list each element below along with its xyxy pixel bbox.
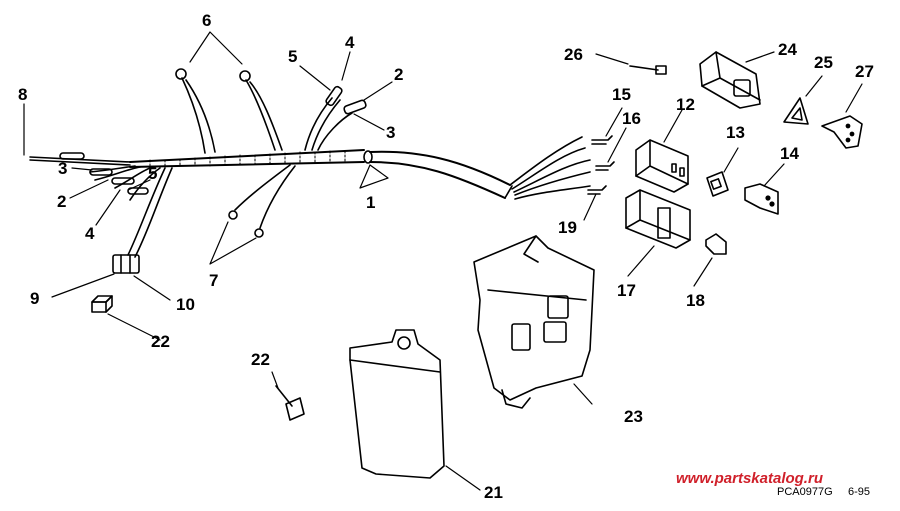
callout-14: 14 [780, 144, 799, 163]
callout-10: 9 [30, 289, 40, 308]
callout-15: 15 [612, 85, 631, 104]
callout-5: 5 [288, 47, 298, 66]
callout-22: 22 [251, 350, 270, 369]
callout-25: 25 [814, 53, 833, 72]
watermark-link[interactable]: www.partskatalog.ru [676, 470, 823, 487]
ring-terminal [175, 68, 187, 80]
callout-27: 27 [855, 62, 874, 81]
ring-terminal [239, 70, 251, 82]
callout-19: 19 [558, 218, 577, 237]
callout-6: 6 [202, 11, 212, 30]
callout-9: 10 [176, 295, 195, 314]
retainer-27 [821, 115, 863, 149]
callout-8: 8 [18, 85, 28, 104]
connector-24 [699, 51, 761, 109]
callout-13: 13 [726, 123, 745, 142]
callout-18: 18 [686, 291, 705, 310]
callout-5: 5 [148, 164, 158, 183]
block-18 [705, 233, 727, 255]
callout-1: 1 [366, 193, 376, 212]
callout-17: 17 [617, 281, 636, 300]
callout-4: 4 [345, 33, 355, 52]
screw-26 [629, 65, 667, 75]
leader-lines [23, 31, 863, 491]
cover-21 [349, 329, 445, 479]
bullet-connectors-left [59, 152, 149, 195]
plug-14 [744, 183, 779, 215]
callout-3: 3 [386, 123, 396, 142]
terminal-pins [587, 135, 615, 195]
bracket-23 [473, 235, 595, 409]
seal-25 [783, 97, 809, 125]
callout-26: 26 [564, 45, 583, 64]
callout-24: 24 [778, 40, 797, 59]
callout-7: 7 [209, 271, 219, 290]
date-code: 6-95 [848, 486, 871, 498]
ring-terminal [228, 210, 238, 220]
grommet-13 [706, 171, 729, 197]
callout-12: 12 [676, 95, 695, 114]
ring-terminal [254, 228, 264, 238]
connector-12 [635, 139, 689, 193]
callout-20: 22 [151, 332, 170, 351]
callout-2: 2 [394, 65, 404, 84]
callout-4: 4 [85, 224, 95, 243]
fuse-20 [91, 295, 113, 313]
screw-22 [275, 385, 305, 421]
callout-2: 2 [57, 192, 67, 211]
connector-10 [112, 254, 140, 274]
callout-16: 16 [622, 109, 641, 128]
drawing-code: PCA0977G [777, 486, 833, 498]
callout-3: 3 [58, 159, 68, 178]
bullet-connectors-upper [325, 85, 367, 115]
wiring-harness [29, 77, 591, 258]
connector-17 [625, 189, 691, 249]
callout-23: 23 [624, 407, 643, 426]
callout-21: 21 [484, 483, 503, 502]
